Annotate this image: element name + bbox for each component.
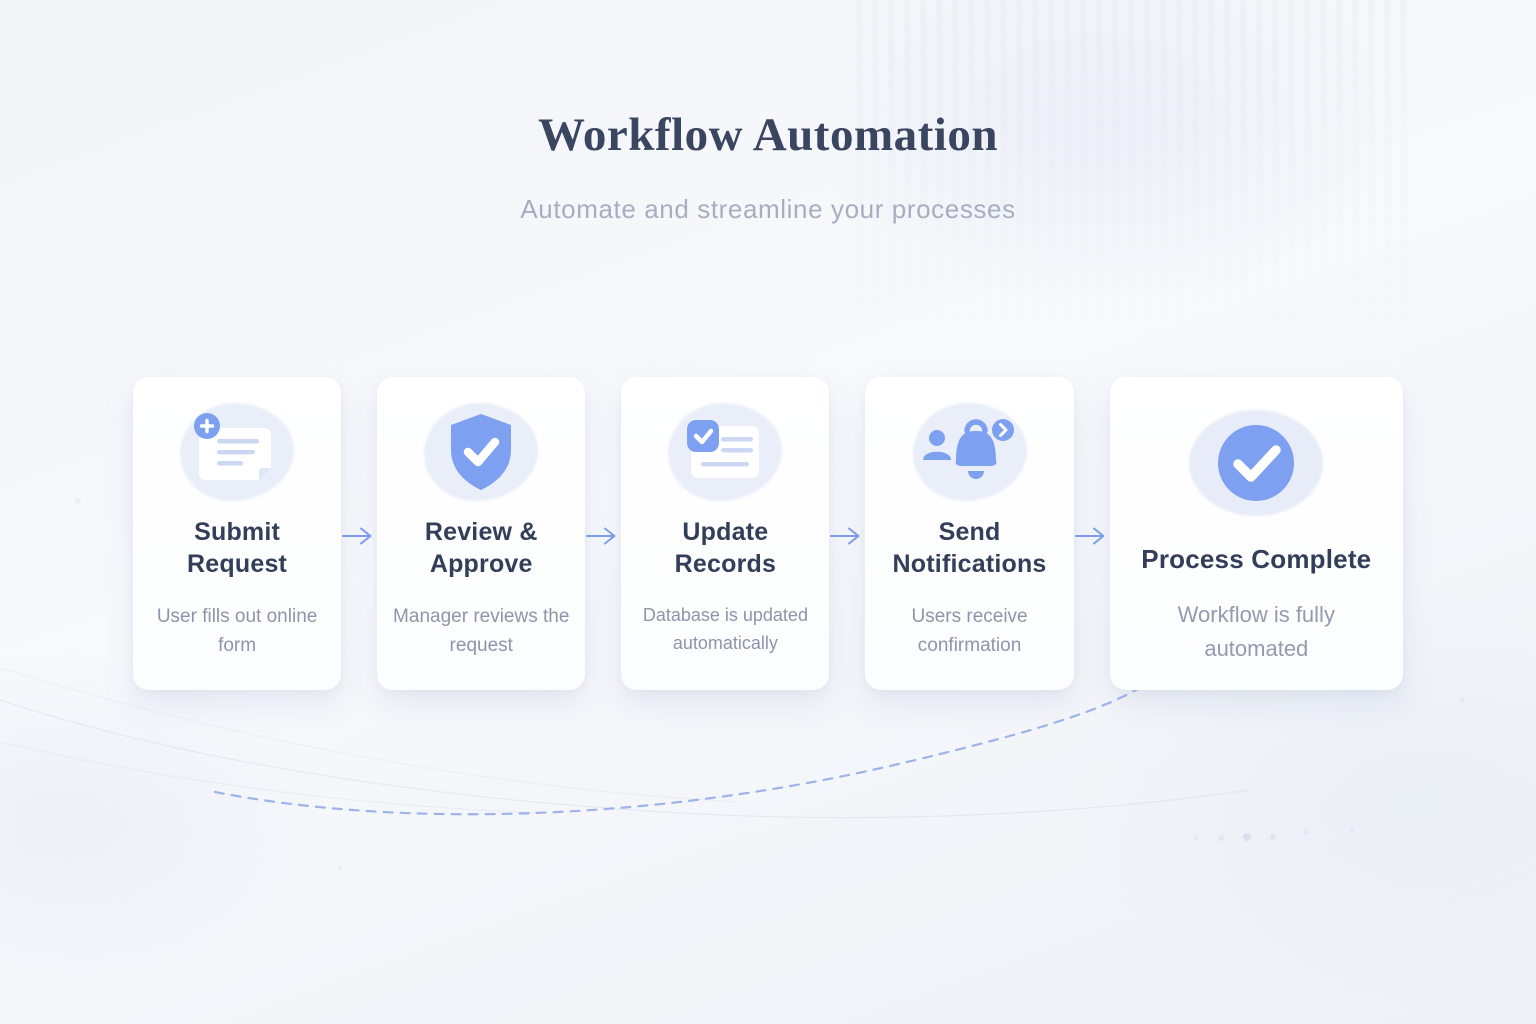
arrow-right-icon (586, 527, 616, 544)
step-description: Manager reviews the request (393, 606, 570, 657)
step-description: Workflow is fully automated (1177, 602, 1335, 662)
step-card-process-complete: Process Complete Workflow is fully autom… (1109, 377, 1404, 690)
page-subtitle: Automate and streamline your processes (520, 194, 1016, 224)
step-description: User fills out online form (156, 606, 318, 657)
page-title: Workflow Automation (538, 109, 998, 161)
arrow-right-icon (830, 527, 860, 544)
step-card-submit-request: Submit Request User fills out online for… (133, 377, 342, 690)
arrow-right-icon (342, 527, 372, 544)
workflow-steps-row: Submit Request User fills out online for… (133, 377, 1404, 690)
step-title: Review & Approve (424, 518, 538, 578)
step-description: Users receive confirmation (911, 606, 1028, 657)
step-card-send-notifications: Send Notifications Users receive confirm… (865, 377, 1074, 690)
step-title: Process Complete (1141, 544, 1372, 574)
step-card-review-approve: Review & Approve Manager reviews the req… (377, 377, 586, 690)
user-bell-icon (865, 397, 1073, 507)
step-title: Update Records (674, 518, 777, 578)
shield-check-icon (377, 397, 585, 507)
record-check-icon (621, 397, 829, 507)
step-description: Database is updated automatically (642, 605, 808, 653)
workflow-loop-dashed-curve (213, 685, 1143, 816)
page-header: Workflow Automation Automate and streaml… (0, 0, 1536, 225)
arrow-right-icon (1074, 527, 1105, 544)
form-plus-icon (133, 397, 341, 507)
step-title: Send Notifications (892, 518, 1047, 578)
step-card-update-records: Update Records Database is updated autom… (621, 377, 830, 690)
check-circle-icon (1110, 397, 1403, 529)
step-title: Submit Request (187, 518, 288, 578)
